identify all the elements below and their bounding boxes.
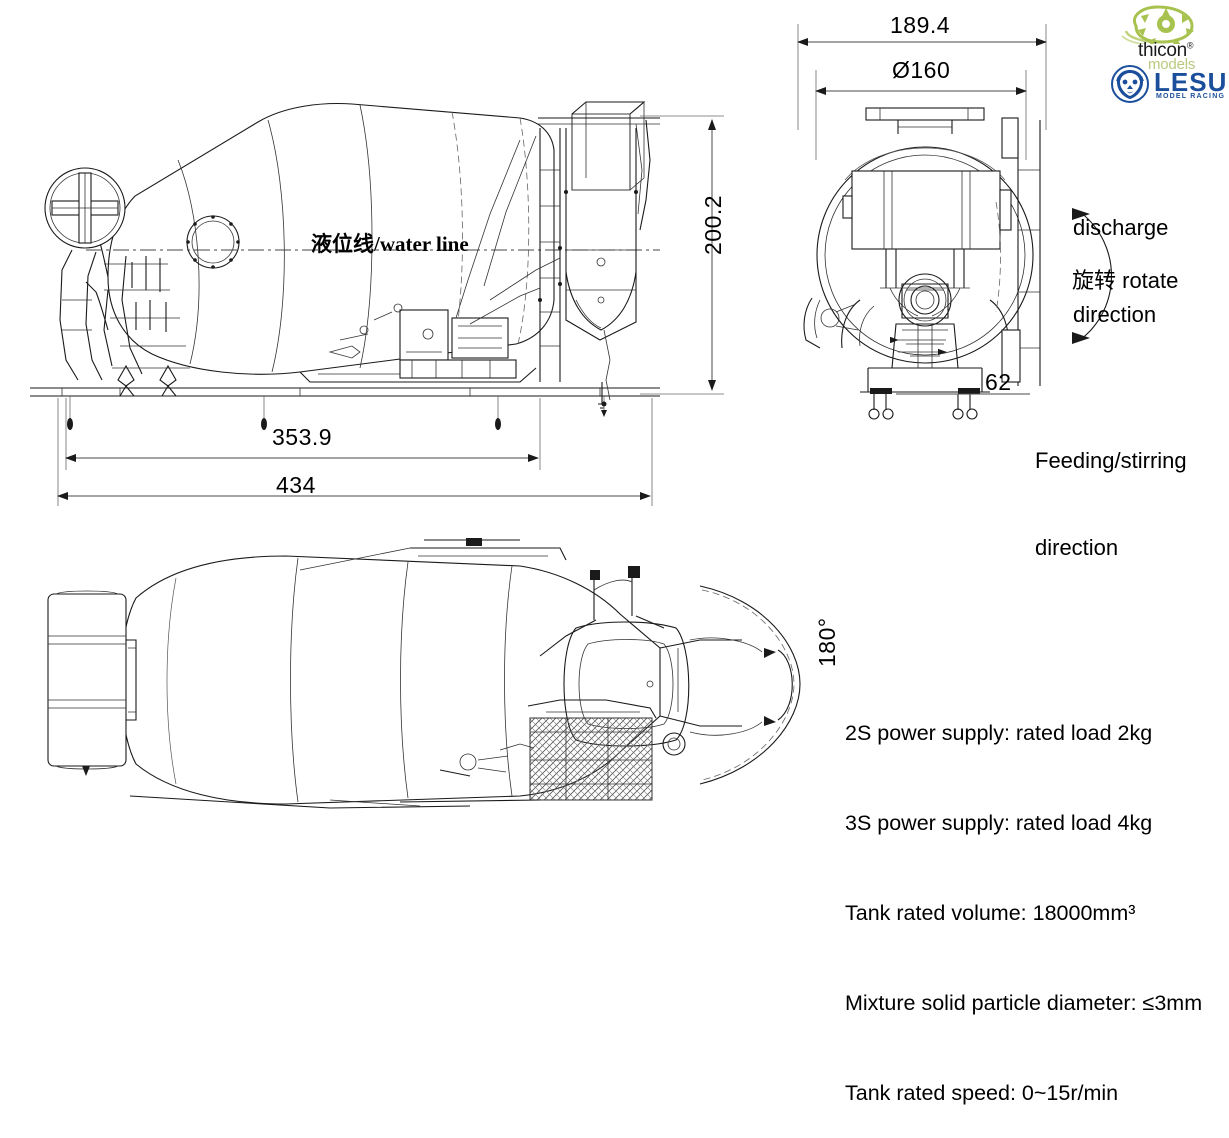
dimension-front-overall-width: 189.4 (890, 12, 951, 38)
thicon-swirl-icon (1121, 5, 1194, 44)
technical-drawing-svg: .l {fill:none;stroke:#1a1a1a;stroke-widt… (30, 24, 1113, 809)
feeding-direction-label: Feeding/stirring direction (1035, 448, 1187, 560)
chute-swing-arc (701, 589, 795, 781)
front-drum-outline (816, 146, 1034, 364)
plan-view (47, 538, 801, 809)
lesu-tagline: MODEL RACING (1156, 93, 1226, 100)
plan-water-tank (47, 593, 127, 767)
front-water-tank (851, 170, 1001, 250)
control-box (399, 309, 449, 361)
dimension-side-height: 200.2 (699, 194, 726, 255)
lesu-logo: LESU MODEL RACING (1108, 62, 1226, 106)
spec-line-5: Tank rated speed: 0~15r/min (845, 1081, 1119, 1105)
thicon-wordmark: thicon® (1138, 40, 1194, 61)
rotate-label: 旋转 rotate (1072, 268, 1179, 293)
side-elevation-view (30, 101, 724, 506)
dimension-front-drum-diameter: Ø160 (892, 57, 951, 83)
thicon-logo: thicon® (1116, 4, 1224, 66)
water-line-label: 液位线/water line (311, 232, 469, 256)
spec-line-2: 3S power supply: rated load 4kg (845, 811, 1153, 835)
lesu-lion-icon (1111, 65, 1149, 103)
dimension-side-total-length: 434 (276, 472, 316, 498)
drawing-canvas: .l {fill:none;stroke:#1a1a1a;stroke-widt… (30, 4, 1226, 1105)
brand-logos: thicon® models LESU MODEL RACING (1108, 4, 1226, 106)
lesu-wordmark: LESU (1154, 67, 1228, 97)
spec-list: 2S power supply: rated load 2kg 3S power… (845, 658, 1202, 1138)
front-castors (868, 394, 978, 420)
front-elevation-view (797, 24, 1113, 420)
spec-line-1: 2S power supply: rated load 2kg (845, 721, 1153, 745)
dimension-side-inner-length: 353.9 (272, 424, 333, 450)
thicon-tagline: models (1148, 56, 1196, 73)
rotate-arc (1079, 211, 1113, 341)
spec-line-3: Tank rated volume: 18000mm³ (845, 901, 1136, 925)
dimension-front-base-width: 62 (985, 369, 1012, 395)
discharge-direction-label: discharge direction (1073, 215, 1169, 327)
spec-line-4: Mixture solid particle diameter: ≤3mm (845, 991, 1203, 1015)
